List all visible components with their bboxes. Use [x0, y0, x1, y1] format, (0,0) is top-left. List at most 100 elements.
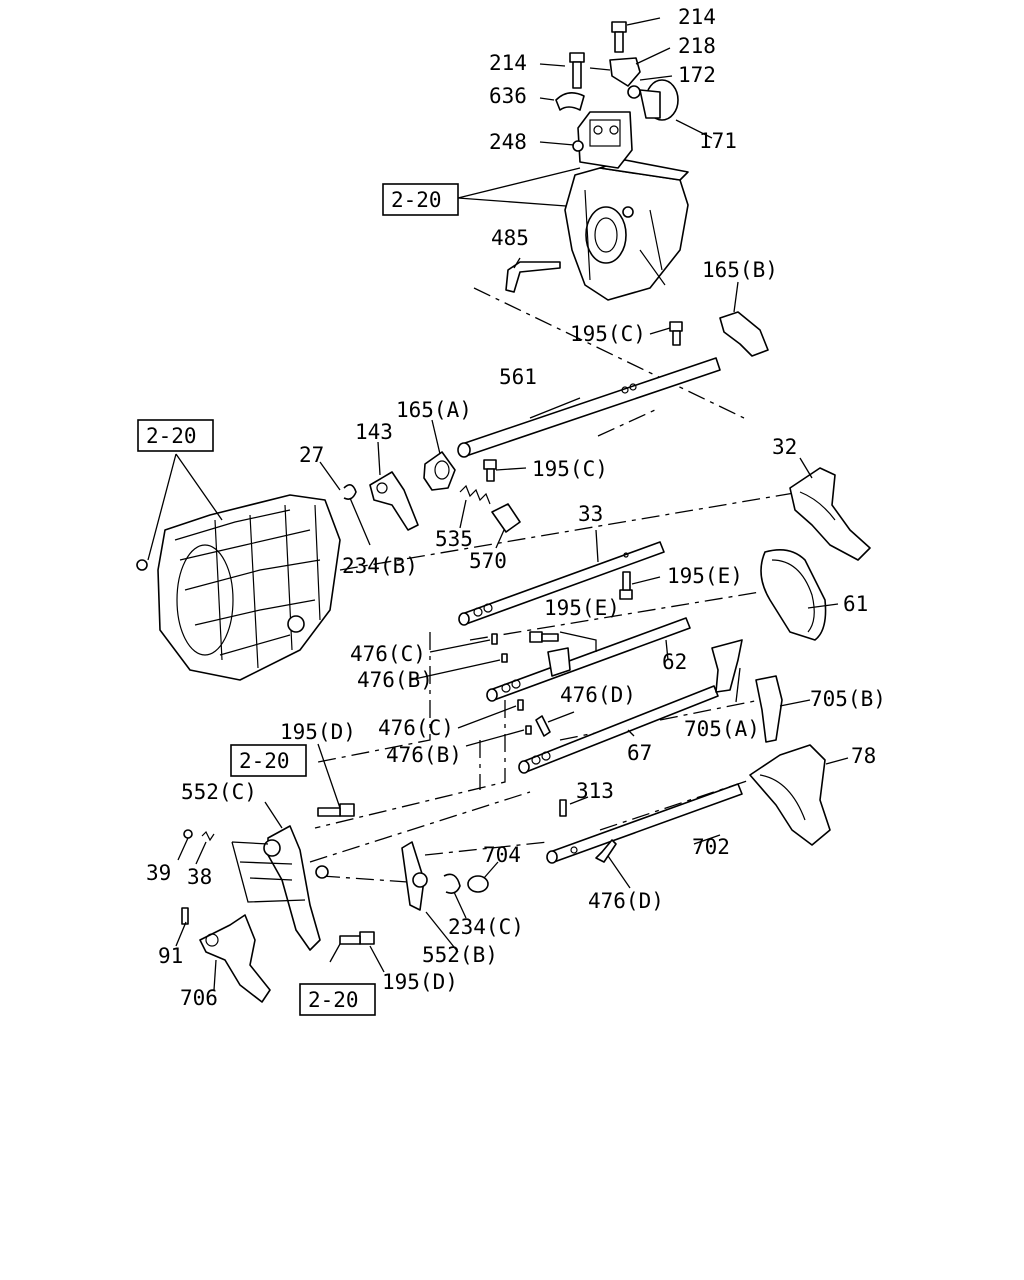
extension-housing [564, 159, 689, 301]
ref-box-label: 2-20 [146, 424, 197, 448]
label-195e-left: 195(E) [544, 596, 620, 620]
label-172: 172 [678, 63, 716, 87]
lever-552b [401, 841, 428, 911]
ref-box-label: 2-20 [391, 188, 442, 212]
label-214-top: 214 [678, 5, 716, 29]
label-704: 704 [483, 843, 521, 867]
ref-box-2-20-top[interactable]: 2-20 [382, 183, 459, 216]
plug-570 [491, 503, 521, 533]
label-171: 171 [699, 129, 737, 153]
label-143: 143 [355, 420, 393, 444]
label-78: 78 [851, 744, 876, 768]
leader-lines [147, 17, 849, 991]
ref-box-2-20-middle[interactable]: 2-20 [230, 744, 307, 777]
shift-fork-32 [789, 467, 871, 561]
clip-234c [443, 873, 461, 894]
ref-box-label: 2-20 [308, 988, 359, 1012]
alignment-lines [309, 287, 801, 883]
label-39: 39 [146, 861, 171, 885]
label-705b: 705(B) [810, 687, 886, 711]
shift-head-165a [423, 451, 456, 491]
label-552b: 552(B) [422, 943, 498, 967]
label-195d-top: 195(D) [280, 720, 356, 744]
synchro-sleeve-61 [760, 549, 827, 641]
label-38: 38 [187, 865, 212, 889]
label-476b-first: 476(B) [357, 668, 433, 692]
ball-39 [183, 829, 193, 839]
label-552c: 552(C) [181, 780, 257, 804]
ref-box-label: 2-20 [239, 749, 290, 773]
shift-head-165b [719, 311, 769, 357]
label-195e-right: 195(E) [667, 564, 743, 588]
label-570: 570 [469, 549, 507, 573]
transmission-case [136, 494, 341, 681]
label-27: 27 [299, 443, 324, 467]
label-218: 218 [678, 34, 716, 58]
label-706: 706 [180, 986, 218, 1010]
pin-476d-bottom [595, 839, 617, 863]
label-476d-second: 476(D) [588, 889, 664, 913]
part-labels: 214 214 218 636 172 248 171 485 165(B) 1… [146, 5, 886, 1010]
pins-476 [491, 633, 551, 737]
shift-fork-78 [749, 744, 831, 846]
bolt-214-left [569, 52, 585, 89]
label-485: 485 [491, 226, 529, 250]
switch-171 [627, 79, 679, 121]
label-476c-first: 476(C) [350, 642, 426, 666]
label-313: 313 [576, 779, 614, 803]
label-476b-second: 476(B) [386, 743, 462, 767]
snap-ring-27 [343, 484, 357, 500]
bracket-218 [609, 57, 641, 87]
label-195c-mid: 195(C) [532, 457, 608, 481]
label-234b: 234(B) [342, 554, 418, 578]
bolt-195d-top [317, 803, 355, 817]
shift-shaft-33 [458, 541, 665, 626]
spring-38 [201, 830, 215, 842]
label-535: 535 [435, 527, 473, 551]
shift-head-705b [755, 675, 783, 743]
bolt-214-top [611, 21, 627, 53]
pin-313 [559, 799, 567, 817]
label-33: 33 [578, 502, 603, 526]
ref-box-2-20-left[interactable]: 2-20 [137, 419, 214, 452]
ref-box-2-20-bottom[interactable]: 2-20 [299, 983, 376, 1016]
washer-248 [572, 140, 584, 152]
label-248: 248 [489, 130, 527, 154]
label-62: 62 [662, 650, 687, 674]
label-561: 561 [499, 365, 537, 389]
label-234c: 234(C) [448, 915, 524, 939]
bolt-195c-mid [483, 459, 497, 482]
label-476c-second: 476(C) [378, 716, 454, 740]
label-702: 702 [692, 835, 730, 859]
label-636: 636 [489, 84, 527, 108]
label-195d-bottom: 195(D) [382, 970, 458, 994]
oil-gauge-485 [505, 261, 561, 293]
bolt-195e-left [529, 631, 559, 643]
label-214-left: 214 [489, 51, 527, 75]
pin-91 [181, 907, 189, 925]
clip-636 [555, 92, 585, 111]
shift-lever-552c [263, 825, 329, 951]
label-32: 32 [772, 435, 797, 459]
label-165a: 165(A) [396, 398, 472, 422]
label-61: 61 [843, 592, 868, 616]
label-476d-first: 476(D) [560, 683, 636, 707]
label-195c-top: 195(C) [570, 322, 646, 346]
shift-fork-706 [199, 914, 271, 1003]
shift-shaft-67 [518, 685, 719, 774]
label-67: 67 [627, 741, 652, 765]
shift-quadrant-box [577, 111, 633, 169]
interlock-lever-143 [369, 471, 419, 531]
label-705a: 705(A) [684, 717, 760, 741]
label-165b: 165(B) [702, 258, 778, 282]
shift-shaft-702 [546, 783, 743, 864]
bolt-195e-right [619, 571, 633, 600]
bolt-195d-bottom [339, 931, 375, 945]
spring-535 [459, 484, 491, 505]
shift-shaft-561 [457, 357, 721, 458]
bolt-195c-top [669, 321, 683, 346]
label-91: 91 [158, 944, 183, 968]
shift-head-705a [711, 639, 743, 693]
shift-shaft-62 [486, 617, 691, 702]
